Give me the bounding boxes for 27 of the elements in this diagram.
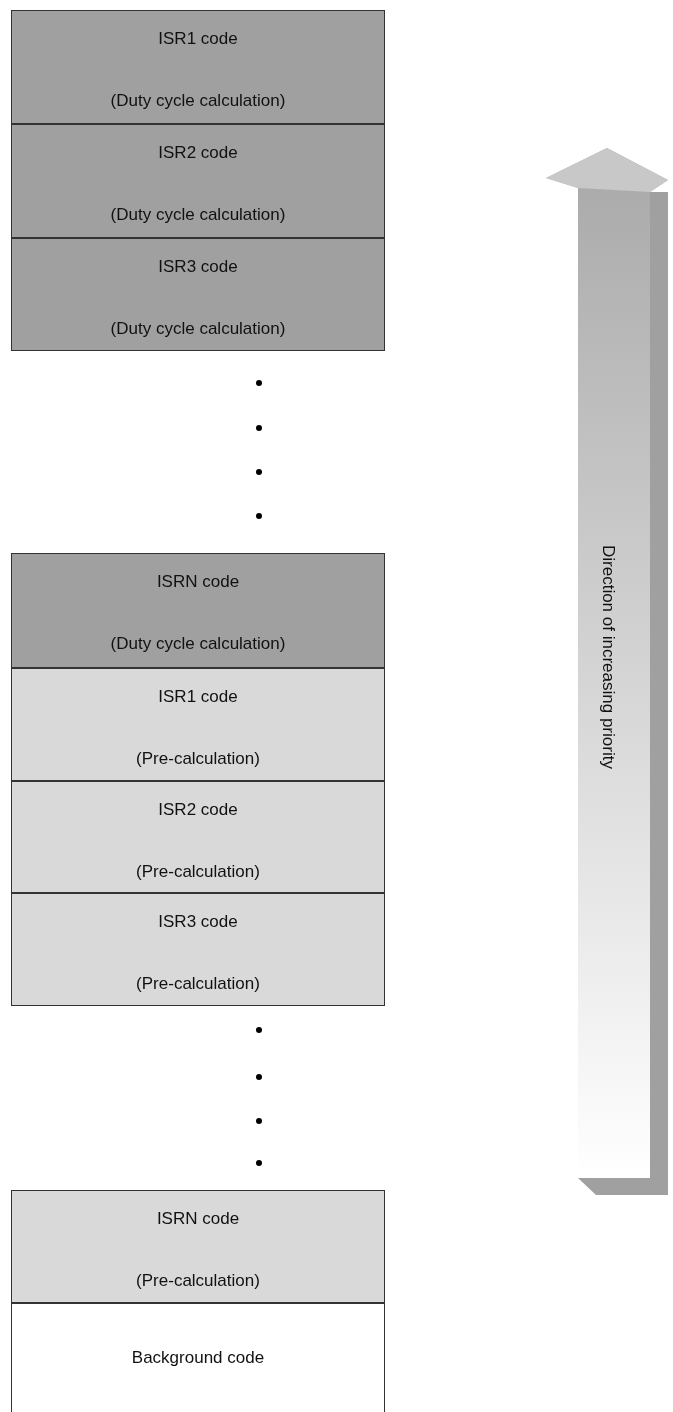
block-title: Background code bbox=[131, 1348, 265, 1368]
code-block bbox=[11, 781, 385, 893]
code-block bbox=[11, 1303, 385, 1412]
block-subtitle: (Duty cycle calculation) bbox=[110, 634, 286, 654]
block-subtitle: (Pre-calculation) bbox=[136, 1271, 260, 1291]
block-subtitle: (Pre-calculation) bbox=[136, 862, 260, 882]
code-block bbox=[11, 238, 385, 351]
block-title: ISR1 code bbox=[158, 29, 238, 49]
block-subtitle: (Pre-calculation) bbox=[136, 749, 260, 769]
block-title: ISR3 code bbox=[158, 912, 238, 932]
block-subtitle: (Duty cycle calculation) bbox=[110, 205, 286, 225]
code-block bbox=[11, 553, 385, 668]
block-title: ISRN code bbox=[156, 1209, 240, 1229]
block-title: ISRN code bbox=[156, 572, 240, 592]
code-block bbox=[11, 668, 385, 781]
code-block bbox=[11, 124, 385, 238]
block-title: ISR1 code bbox=[158, 687, 238, 707]
code-block bbox=[11, 1190, 385, 1303]
block-title: ISR2 code bbox=[158, 143, 238, 163]
block-subtitle: (Pre-calculation) bbox=[136, 974, 260, 994]
block-subtitle: (Duty cycle calculation) bbox=[110, 91, 286, 111]
block-subtitle: (Duty cycle calculation) bbox=[110, 319, 286, 339]
code-block bbox=[11, 10, 385, 124]
arrow-label: Direction of increasing priority bbox=[598, 545, 618, 769]
code-block bbox=[11, 893, 385, 1006]
block-title: ISR3 code bbox=[158, 257, 238, 277]
block-title: ISR2 code bbox=[158, 800, 238, 820]
